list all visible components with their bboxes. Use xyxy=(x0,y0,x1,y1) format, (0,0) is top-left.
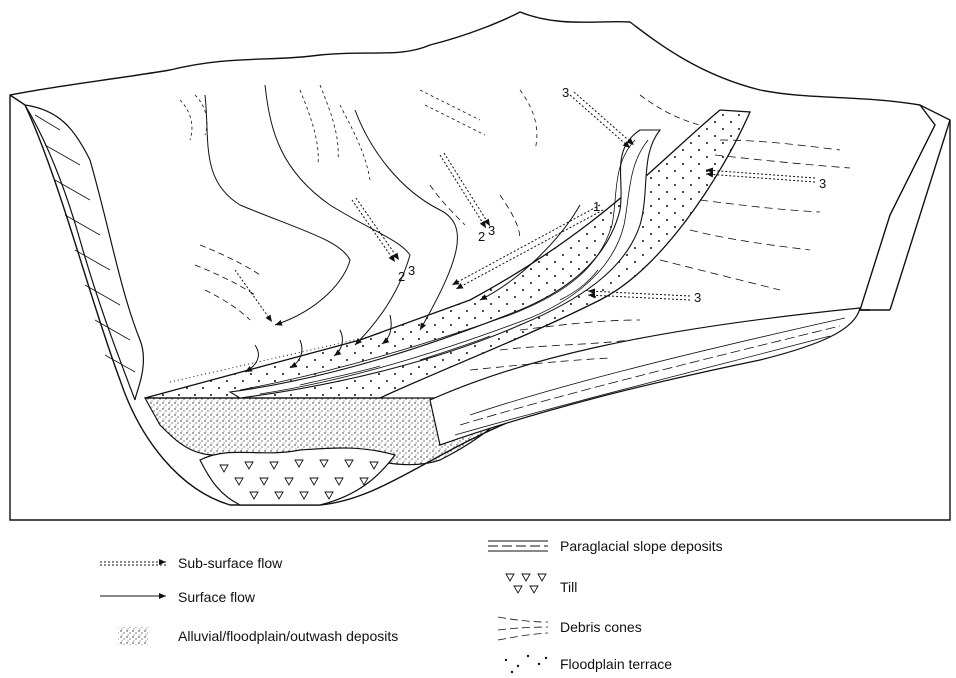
legend-alluvial-label: Alluvial/floodplain/outwash deposits xyxy=(178,628,398,644)
legend-surface-label: Surface flow xyxy=(178,589,255,605)
legend-paraglacial-label: Paraglacial slope deposits xyxy=(560,538,723,554)
valley-cross-section xyxy=(10,95,890,505)
flow-label-3a: 3 xyxy=(488,223,495,238)
legend-subsurface-symbol xyxy=(100,562,166,565)
legend-till-label: Till xyxy=(560,579,577,595)
legend-paraglacial-symbol xyxy=(488,541,548,551)
flow-label-2a: 2 xyxy=(478,229,485,244)
legend-terrace-label: Floodplain terrace xyxy=(560,656,672,672)
legend-subsurface-label: Sub-surface flow xyxy=(178,555,282,571)
legend-terrace-symbol xyxy=(505,655,547,673)
till-section xyxy=(200,448,395,505)
flow-label-3e: 3 xyxy=(694,290,701,305)
legend-symbols xyxy=(100,541,548,673)
legend-alluvial-symbol xyxy=(118,627,148,645)
flow-label-3d: 3 xyxy=(819,176,826,191)
flow-label-1: 1 xyxy=(593,199,600,214)
legend-till-symbol xyxy=(506,574,546,593)
flow-label-3c: 3 xyxy=(562,85,569,100)
legend-debris-symbol xyxy=(498,617,548,640)
flow-label-3b: 3 xyxy=(408,263,415,278)
flow-label-2b: 2 xyxy=(398,269,405,284)
legend-debris-label: Debris cones xyxy=(560,619,642,635)
